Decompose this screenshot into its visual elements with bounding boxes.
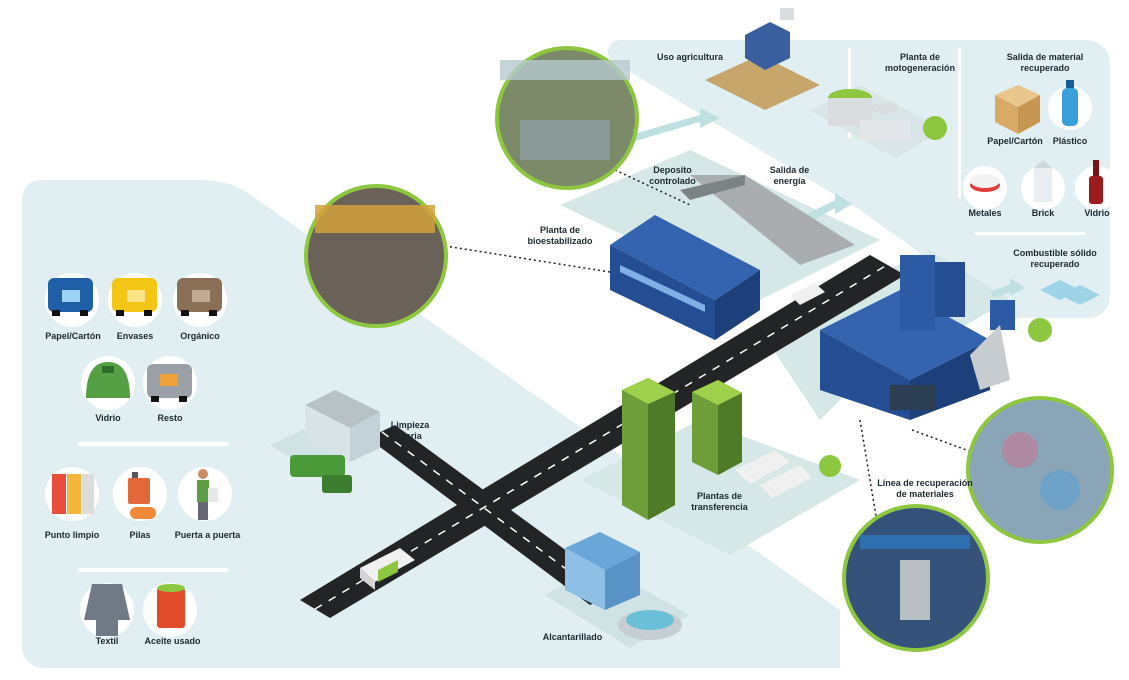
right-divider-2 xyxy=(958,48,961,198)
legend-label-organico: Orgánico xyxy=(180,331,220,341)
right-panel xyxy=(608,40,1110,318)
main-road xyxy=(300,255,905,618)
label-limpieza: Limpieza viaria xyxy=(390,420,430,441)
label-transferencia: Plantas de transferencia xyxy=(691,491,748,512)
textile-jacket-icon xyxy=(84,584,130,636)
label-deposito: Deposito controlado xyxy=(649,165,696,186)
label-uso-agricultura: Uso agricultura xyxy=(656,52,723,62)
yellow-container-icon xyxy=(112,278,157,316)
label-papel-carton: Papel/Cartón xyxy=(987,136,1043,146)
brick-carton-icon xyxy=(1034,160,1052,202)
transfer-towers xyxy=(622,378,742,520)
legend-label-punto-limpio: Punto limpio xyxy=(44,530,100,540)
metal-can-icon xyxy=(970,174,1000,192)
sewer-building xyxy=(565,532,682,640)
label-motogeneracion: Planta de motogeneración xyxy=(884,52,955,73)
bioestabilization-plant xyxy=(610,215,760,340)
fuel-pellets-icon xyxy=(1040,280,1100,305)
label-metales: Metales xyxy=(968,208,1002,218)
landfill-aerial-photo xyxy=(495,46,639,190)
label-alcantarillado: Alcantarillado xyxy=(542,632,603,642)
label-plastico: Plástico xyxy=(1052,136,1088,146)
plastic-bales-photo xyxy=(966,396,1114,544)
door-to-door-worker-icon xyxy=(197,469,218,520)
legend-label-puerta: Puerta a puerta xyxy=(174,530,241,540)
legend-label-resto: Resto xyxy=(157,413,183,423)
label-bioestabilizado: Planta de bioestabilizado xyxy=(527,225,593,246)
box-icon xyxy=(995,85,1040,134)
label-vidrio-material: Vidrio xyxy=(1084,208,1110,218)
label-brick: Brick xyxy=(1031,208,1055,218)
bioestabilization-photo xyxy=(304,184,448,328)
battery-icon xyxy=(128,472,156,519)
legend-label-aceite: Aceite usado xyxy=(144,636,201,646)
motogeneration-plant xyxy=(810,85,945,158)
legend-label-vidrio: Vidrio xyxy=(95,413,121,423)
legend-label-textil: Textil xyxy=(95,636,119,646)
material-recovery-building xyxy=(820,255,1015,420)
label-salida-energia: Salida de energía xyxy=(769,165,810,186)
brown-container-icon xyxy=(177,278,222,316)
glass-bottle-icon xyxy=(1089,160,1103,204)
oil-drum-icon xyxy=(157,584,185,628)
legend-label-pilas: Pilas xyxy=(129,530,151,540)
arrow-material-out xyxy=(990,278,1025,298)
street-cleaning-building xyxy=(290,390,380,493)
recovery-line-photo xyxy=(842,504,990,652)
green-igloo-icon xyxy=(86,362,130,398)
grey-container-icon xyxy=(147,364,192,402)
right-divider-3 xyxy=(975,232,1085,235)
cross-road xyxy=(368,425,620,605)
plastic-bottle-icon xyxy=(1062,80,1078,126)
label-combustible: Combustible sólido recuperado xyxy=(1013,248,1097,269)
legend-divider-2 xyxy=(78,568,228,572)
label-salida-material: Salida de material recuperado xyxy=(1006,52,1084,73)
blue-container-icon xyxy=(48,278,93,316)
garbage-truck-icon xyxy=(360,283,825,590)
farm-barn-icon xyxy=(705,8,820,110)
tree-icon xyxy=(819,116,1052,477)
label-linea-recuperacion: Línea de recuperación de materiales xyxy=(877,478,973,499)
controlled-landfill xyxy=(690,175,855,265)
legend-label-envases: Envases xyxy=(116,331,154,341)
clean-point-icon xyxy=(52,474,94,514)
legend-label-papel: Papel/Cartón xyxy=(45,331,101,341)
legend-divider-1 xyxy=(78,442,228,446)
